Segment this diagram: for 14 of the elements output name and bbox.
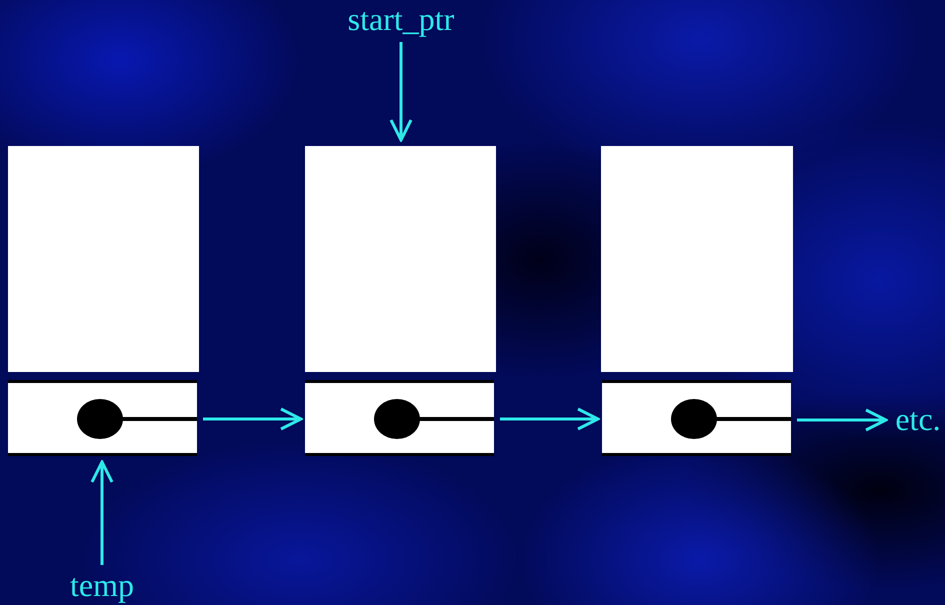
arrow xyxy=(797,408,888,432)
pointer-label: temp xyxy=(62,568,142,602)
arrow xyxy=(390,42,412,142)
pointer-label: etc. xyxy=(890,402,945,436)
pointer-field xyxy=(8,380,197,456)
arrow xyxy=(90,460,114,565)
pointer-field xyxy=(602,380,791,456)
data-field xyxy=(601,146,793,372)
data-field xyxy=(8,146,199,372)
arrow xyxy=(500,408,600,430)
pointer-field xyxy=(305,380,494,456)
data-field xyxy=(305,146,496,372)
arrow xyxy=(203,408,302,430)
pointer-label: start_ptr xyxy=(340,2,462,36)
